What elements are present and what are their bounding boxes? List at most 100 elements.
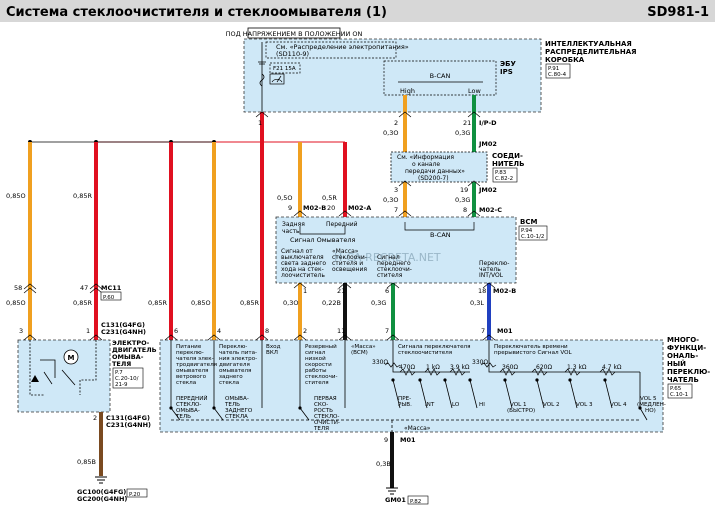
svg-text:прерывистого Сигнал VOL: прерывистого Сигнал VOL [494, 350, 572, 356]
switch-ground-connector: M01 [400, 436, 416, 444]
smart-box-pin: 1 [258, 119, 262, 127]
watermark: H-CA-RECRETA.NET [334, 251, 441, 264]
bcm-washer-bracket [299, 226, 346, 235]
svg-text:стителя и: стителя и [332, 260, 363, 267]
position-hi: HI [479, 402, 485, 408]
motor-page-1: P.7 [115, 370, 123, 376]
position-int: INT [425, 402, 435, 408]
bcm-signal-rear-washer: Сигнал от выключателя света заднего хода… [281, 248, 326, 279]
svg-text:«Масса»: «Масса» [332, 248, 359, 255]
title-bar [0, 0, 715, 22]
svg-text:Вход: Вход [266, 344, 281, 350]
bcm-front-wire: 0,5R [322, 194, 337, 202]
svg-text:скорости: скорости [305, 362, 332, 368]
page-code: SD981-1 [647, 5, 709, 20]
connector-ref-1: См. «Информация [397, 154, 454, 161]
jm02-pin-high: 3 [394, 186, 398, 194]
connector-ref-2: о канале [412, 161, 440, 168]
motor-ground-wire: 0,85B [77, 458, 96, 466]
jm02-top: JM02 [478, 140, 497, 148]
svg-text:Резервный: Резервный [305, 343, 337, 350]
svg-text:ТЕЛЬ: ТЕЛЬ [224, 402, 240, 408]
switch-name-5: ПЕРЕКЛЮ- [667, 368, 710, 376]
bcm-page-2: C.10-1/2 [521, 234, 544, 240]
svg-text:Переклю-: Переклю- [219, 344, 247, 350]
svg-text:СТЕКЛО-: СТЕКЛО- [314, 414, 339, 420]
motor-pin-bottom: 2 [93, 414, 97, 422]
ecu-wire-high: 0,3O [383, 129, 398, 137]
switch-ground-page: P.82 [410, 499, 421, 505]
fuse-box [269, 62, 301, 74]
resistor-0: 330Ω [372, 359, 388, 366]
svg-text:низкой: низкой [305, 355, 326, 362]
svg-text:(МЕДЛЕН-: (МЕДЛЕН- [637, 402, 666, 408]
svg-text:ОМЫВА-: ОМЫВА- [176, 408, 200, 414]
bcm-page-box [518, 225, 548, 241]
jm02-pin-low: 19 [460, 186, 468, 194]
svg-text:РЫВ.: РЫВ. [398, 402, 412, 408]
svg-text:омывателя: омывателя [219, 368, 251, 374]
mid-wire-pin-1: 6 [174, 327, 178, 335]
bcm-washer-signal: Сигнал Омывателя [290, 236, 356, 244]
fuse-label: F21 15A [273, 66, 296, 72]
svg-text:Переключатель времени: Переключатель времени [494, 344, 568, 350]
svg-text:стителя: стителя [377, 272, 403, 279]
connector-box [390, 151, 488, 183]
motor-page-box [112, 367, 144, 389]
svg-text:хода на стек-: хода на стек- [281, 266, 324, 273]
resistor-8: 4.7 kΩ [602, 364, 622, 371]
svg-text:стекла: стекла [219, 380, 239, 386]
svg-text:света заднего: света заднего [281, 260, 326, 267]
ecu-name-2: IPS [500, 68, 513, 76]
svg-text:ЗАДНЕГО: ЗАДНЕГО [225, 408, 253, 414]
smart-junction-box [243, 38, 542, 113]
motor-ground-symbol [95, 476, 107, 484]
smart-box-name-2: РАСПРЕДЕЛИТЕЛЬНАЯ [545, 48, 637, 56]
svg-text:переднего: переднего [377, 260, 411, 267]
svg-text:ОЧИСТИ-: ОЧИСТИ- [314, 420, 340, 426]
connector-page-box [492, 167, 518, 183]
motor-ground-1: GC100(G4FG) [77, 488, 126, 496]
motor-name-4: ТЕЛЯ [112, 360, 131, 368]
power-ref-line1: См. «Распределение электропитания» [276, 43, 409, 51]
svg-text:«Масса»: «Масса» [351, 344, 376, 350]
svg-text:VOL 1: VOL 1 [510, 402, 527, 408]
position-vol5: VOL 5 (МЕДЛЕН- НО) [637, 396, 666, 414]
svg-text:VOL 5: VOL 5 [640, 396, 657, 402]
fuse-symbol [259, 73, 265, 87]
switch-ground-wire: 0,3B [376, 460, 391, 468]
connector-ref-3: передачи данных» [405, 168, 465, 175]
bcm-can-bracket [404, 222, 475, 231]
ecu-pin-high: 2 [394, 119, 398, 127]
sw-pin-3: 7 [385, 327, 389, 335]
switch-col-wiper-signal: Сигнала переключателя стеклоочистителя [398, 344, 470, 356]
resistor-3: 3.9 kΩ [450, 364, 470, 371]
bcm-connector-d: M02-B [493, 287, 516, 295]
bcm-front-pin: 20 [327, 204, 335, 212]
bcm-bus-label: B-CAN [430, 231, 451, 239]
mc11-label: MC11 [101, 284, 122, 292]
svg-text:чатель пита-: чатель пита- [219, 350, 257, 356]
svg-text:Сигнал: Сигнал [377, 254, 400, 261]
svg-text:стеклоочистителя: стеклоочистителя [398, 350, 452, 356]
svg-text:СКО-: СКО- [314, 402, 328, 408]
mc11-page: P.60 [103, 295, 115, 301]
bcm-sig-pin-1: 1 [303, 287, 307, 295]
svg-text:ния электро-: ния электро- [219, 356, 257, 362]
svg-text:выключателя: выключателя [281, 254, 324, 261]
jm02-bottom: JM02 [478, 186, 497, 194]
bcm-pin-c-high: 7 [394, 206, 398, 214]
ecu-high-label: High [400, 87, 415, 95]
position-lo: LO [452, 402, 460, 408]
switch-col-low-speed: Резервный сигнал низкой скорости работы … [305, 343, 338, 386]
svg-text:СТЕКЛА: СТЕКЛА [225, 414, 248, 420]
position-first-speed: ПЕРВАЯ СКО- РОСТЬ СТЕКЛО- ОЧИСТИ- ТЕЛЯ [313, 396, 340, 432]
svg-text:стителя: стителя [305, 380, 329, 386]
smart-box-page-ref-2: C.80-4 [548, 72, 567, 78]
c131-bottom: C131(G4FG) [106, 414, 150, 422]
svg-text:стеклоочи-: стеклоочи- [305, 374, 338, 380]
svg-text:ПЕРЕДНИЙ: ПЕРЕДНИЙ [176, 395, 208, 402]
motor-ground-page: P.20 [129, 492, 141, 498]
